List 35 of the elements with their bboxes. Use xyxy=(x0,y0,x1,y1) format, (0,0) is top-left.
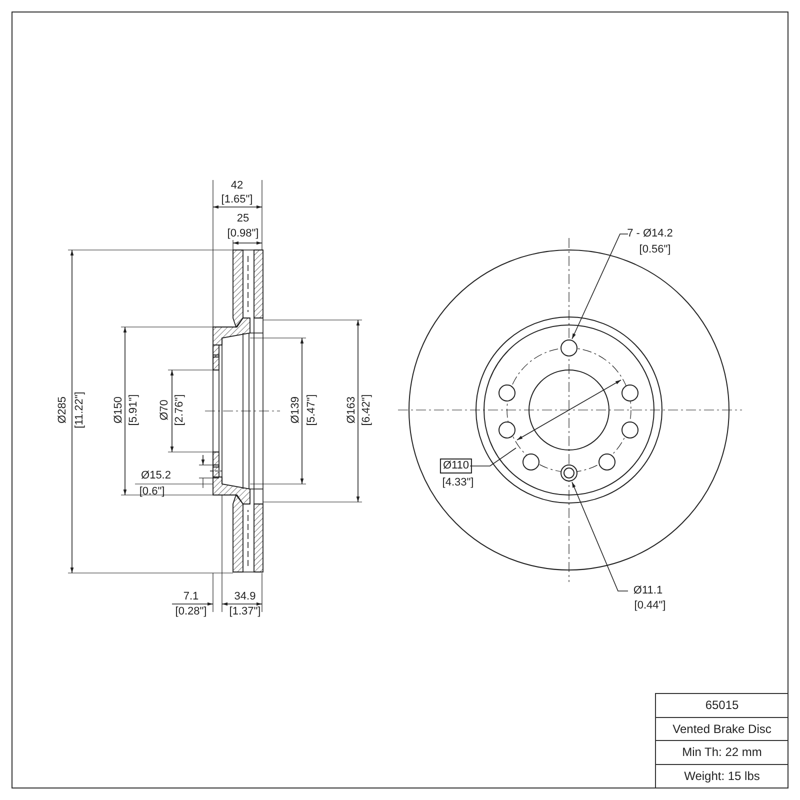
leader-line xyxy=(470,448,516,466)
dimension-value: Ø139 xyxy=(290,396,302,424)
dimension-value: Ø285 xyxy=(56,396,70,424)
title-block-cell: 65015 xyxy=(655,693,788,717)
title-block-cell: Weight: 15 lbs xyxy=(655,764,788,788)
locating-hole xyxy=(560,464,578,482)
dimension-value: Ø150 xyxy=(112,396,126,424)
dimension-value: 25 xyxy=(236,212,250,226)
dimension-value: [0.56"] xyxy=(639,244,671,256)
dimension-value: [4.33"] xyxy=(442,476,474,490)
title-block-cell: Vented Brake Disc xyxy=(655,716,788,740)
dimension-value: [0.98"] xyxy=(227,228,259,240)
dimension-value: [5.91"] xyxy=(128,394,140,426)
dimension-value: [1.37"] xyxy=(229,606,261,618)
dimension-value: Ø70 xyxy=(158,400,172,420)
bolt-hole xyxy=(560,340,578,356)
dimension-value: Ø163 xyxy=(346,396,358,424)
leader-line xyxy=(572,234,628,340)
dimension-value: [0.28"] xyxy=(175,606,207,618)
dimension-value: Ø15.2 xyxy=(141,470,171,482)
dimension-value: [1.65"] xyxy=(221,194,253,206)
leader-line xyxy=(572,482,628,592)
basic-dimension-value: Ø110 xyxy=(440,458,472,474)
dimension-value: [2.76"] xyxy=(174,394,186,426)
dimension-value: [11.22"] xyxy=(74,392,86,428)
dimension-value: Ø11.1 xyxy=(633,584,663,598)
dimension-value: [0.44"] xyxy=(634,600,666,612)
dimension-value: [6.42"] xyxy=(360,394,374,426)
dimension-value: [0.6"] xyxy=(139,486,165,498)
dimension-value: 34.9 xyxy=(234,590,256,604)
dimension-value: 42 xyxy=(230,180,244,192)
dimension-value: [5.47"] xyxy=(306,394,318,426)
dimension-value: 7 - Ø14.2 xyxy=(627,228,673,240)
dimension-value: 7.1 xyxy=(183,590,199,604)
title-block-cell: Min Th: 22 mm xyxy=(655,740,788,764)
